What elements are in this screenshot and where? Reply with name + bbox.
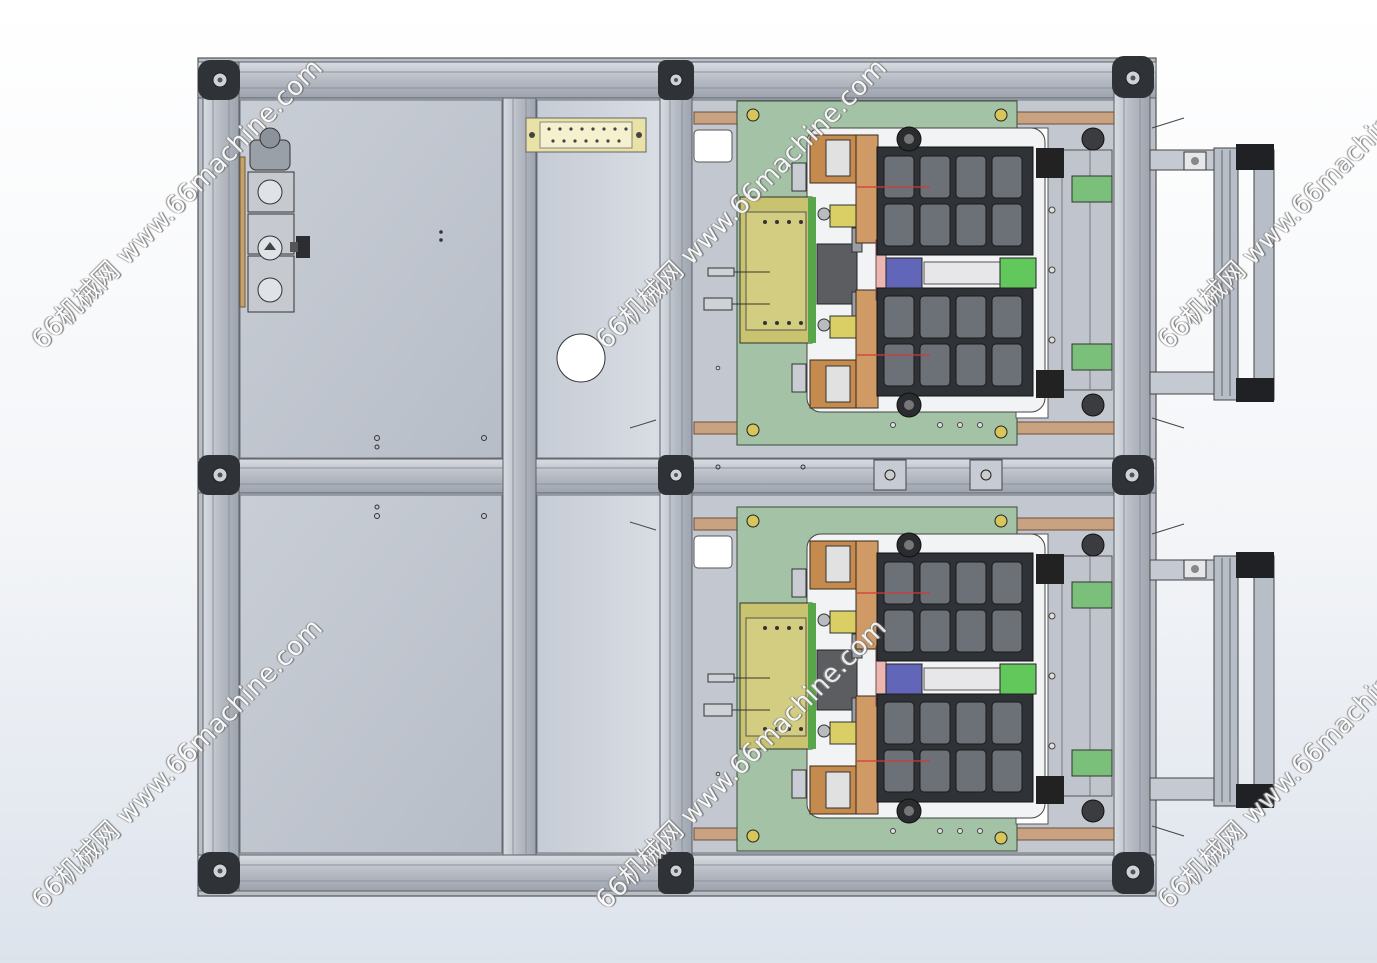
cable-hole	[556, 333, 606, 383]
panel-bottom-left	[239, 494, 503, 854]
panel-bottom-mid	[536, 494, 662, 854]
station-bottom	[693, 506, 1115, 852]
profile-center-left	[502, 97, 537, 856]
handle-top	[1149, 117, 1275, 429]
station-top	[693, 100, 1115, 446]
panel-top-mid	[536, 99, 662, 459]
connector-block	[525, 117, 647, 153]
valve-manifold	[239, 127, 487, 519]
handle-bottom	[1149, 523, 1275, 837]
